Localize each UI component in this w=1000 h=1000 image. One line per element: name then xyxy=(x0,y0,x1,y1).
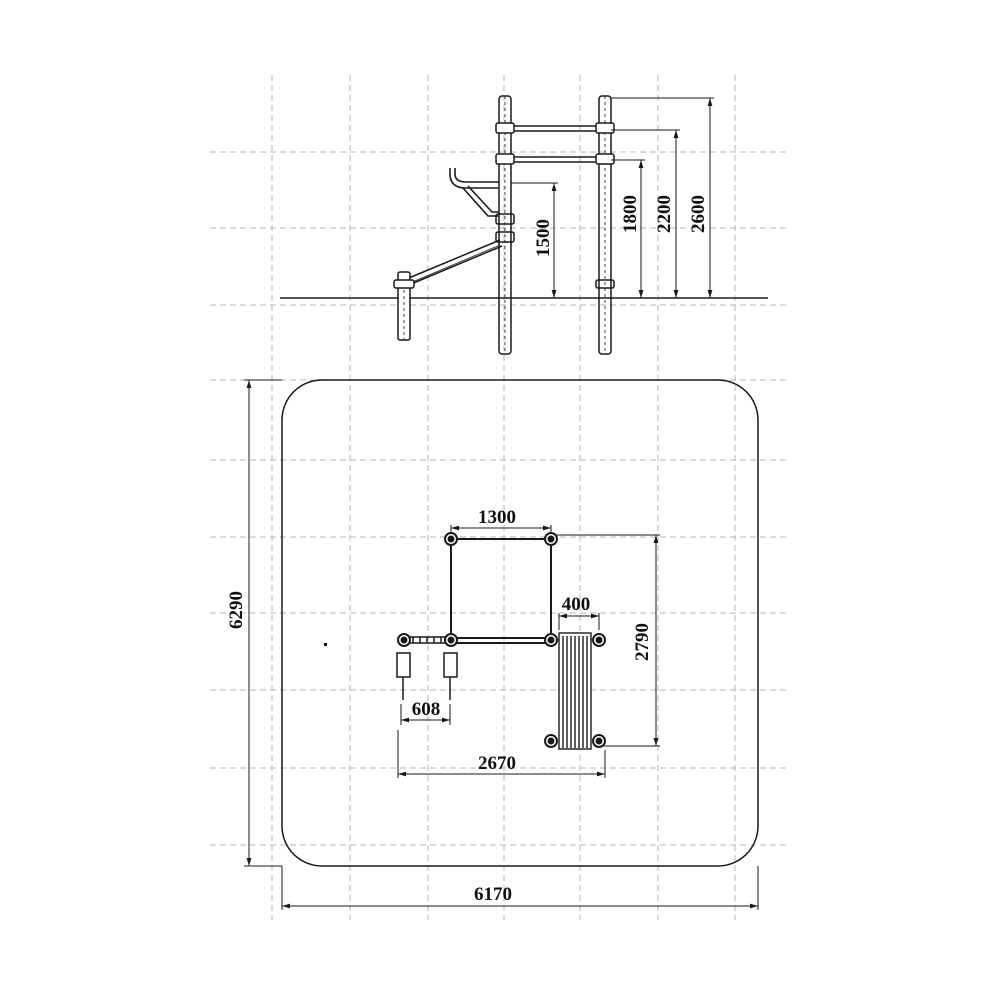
dim-label-2670: 2670 xyxy=(478,753,516,774)
dim-label-2200: 2200 xyxy=(654,195,675,233)
plan-marker-dot xyxy=(324,643,327,646)
plan-view: 1300 400 2790 608 2670 6290 6170 xyxy=(226,379,759,910)
post-collar xyxy=(495,213,515,225)
left-post xyxy=(498,95,512,355)
dim-label-1300: 1300 xyxy=(478,507,516,528)
incline-bench xyxy=(393,239,503,341)
pullup-frame xyxy=(450,538,552,644)
upper-bar xyxy=(495,122,615,134)
construction-grid xyxy=(210,75,790,920)
post-markers xyxy=(397,532,606,748)
dim-label-2600: 2600 xyxy=(688,195,709,233)
dim-label-6170: 6170 xyxy=(474,884,512,905)
dim-label-1500: 1500 xyxy=(533,219,554,257)
safety-zone-outline xyxy=(281,379,759,867)
right-post xyxy=(598,95,612,355)
height-dimensions xyxy=(511,97,714,298)
dim-label-400: 400 xyxy=(562,594,591,615)
support-posts xyxy=(396,652,458,700)
post-collar xyxy=(495,231,515,243)
dim-label-608: 608 xyxy=(412,699,441,720)
plan-dimensions xyxy=(244,379,759,910)
lower-bar xyxy=(495,153,615,165)
horizontal-ladder xyxy=(404,636,451,644)
dim-label-6290: 6290 xyxy=(226,591,247,629)
dip-bar-arm xyxy=(449,168,499,217)
post-collar xyxy=(595,279,615,289)
dim-label-1800: 1800 xyxy=(620,195,641,233)
dim-label-2790: 2790 xyxy=(632,623,653,661)
side-elevation: 1500 1800 2200 2600 xyxy=(280,95,768,355)
bench-slats xyxy=(558,632,592,750)
